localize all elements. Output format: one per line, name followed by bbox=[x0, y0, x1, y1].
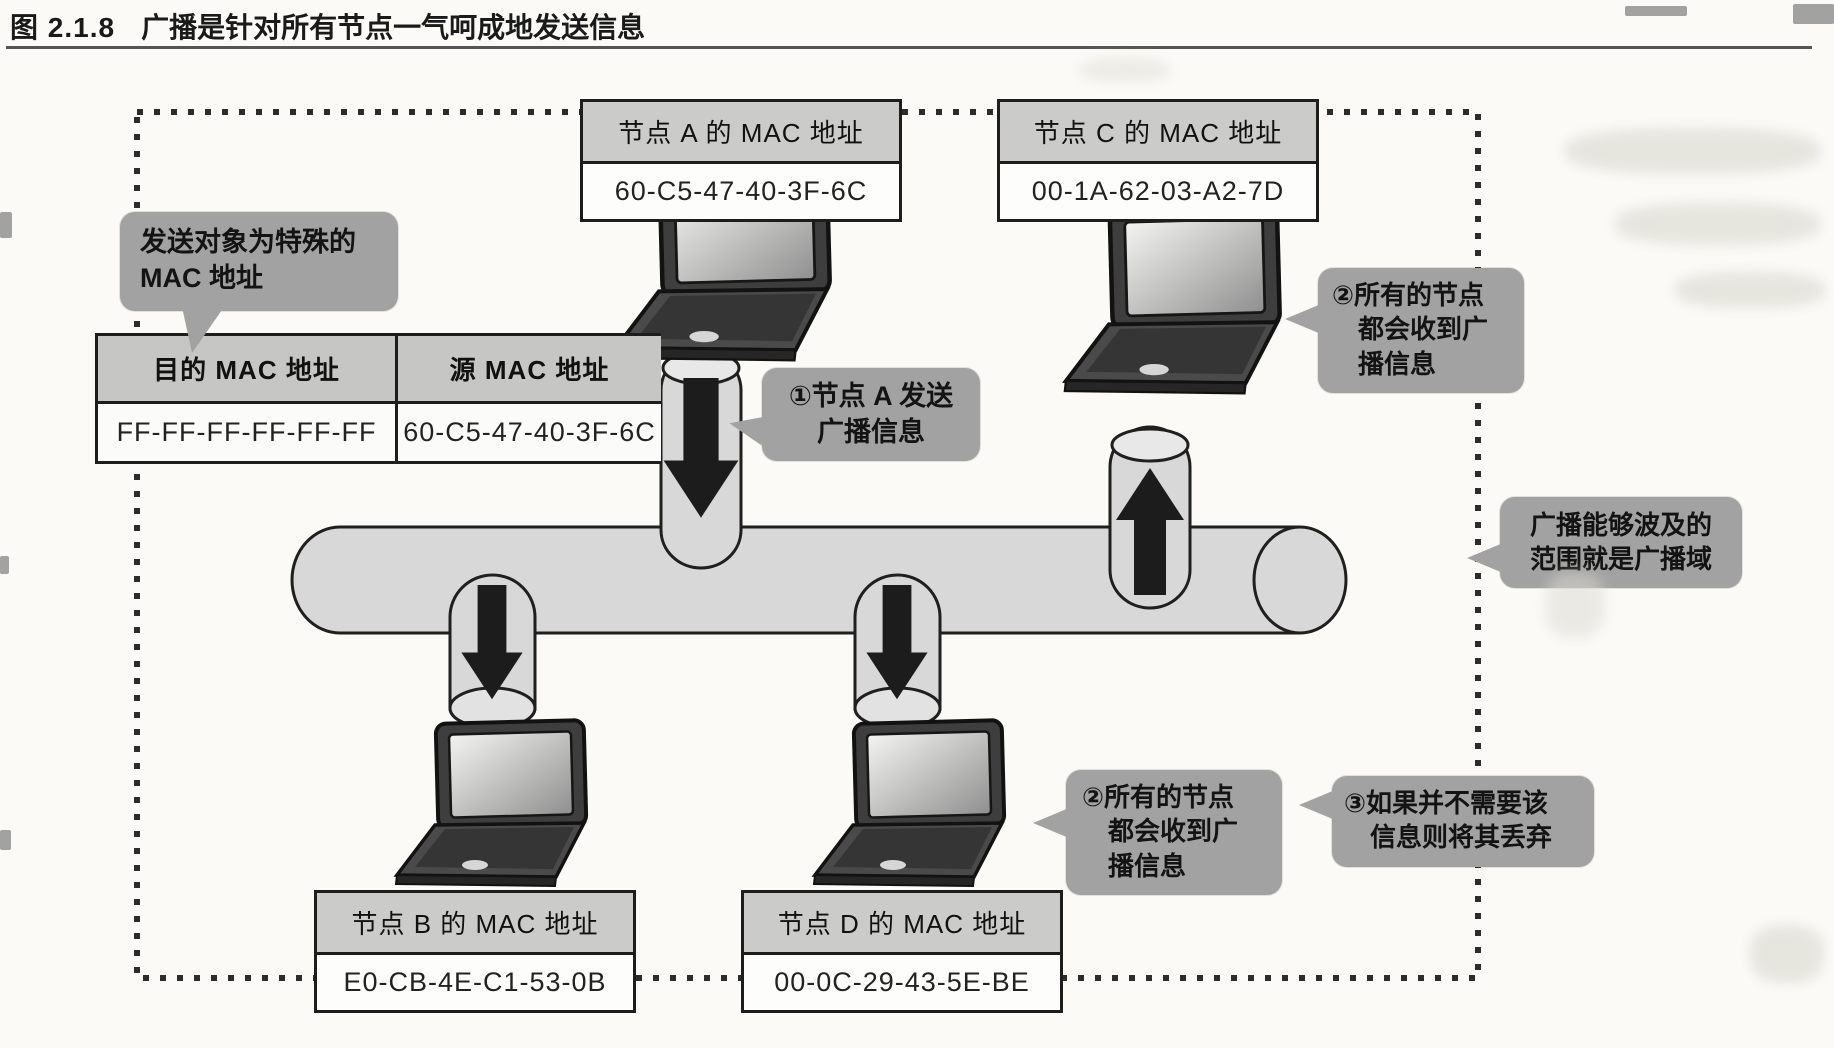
frame-src-mac-value: 60-C5-47-40-3F-6C bbox=[398, 404, 661, 461]
scan-noise bbox=[1565, 128, 1820, 174]
callout-step2-bottom-text: ②所有的节点 都会收到广 播信息 bbox=[1082, 782, 1239, 881]
scan-noise bbox=[1080, 58, 1170, 82]
scan-noise bbox=[1750, 925, 1824, 983]
callout-broadcast-domain: 广播能够波及的 范围就是广播域 bbox=[1467, 497, 1742, 588]
callout-step1-text: ①节点 A 发送 广播信息 bbox=[788, 381, 954, 447]
mac-box-node-a-label: 节点 A 的 MAC 地址 bbox=[583, 102, 899, 164]
frame-src-mac-header: 源 MAC 地址 bbox=[398, 336, 661, 404]
scan-mark bbox=[0, 212, 12, 238]
callout-step2-bottom-tail bbox=[1033, 808, 1069, 838]
scan-mark bbox=[1625, 6, 1687, 16]
callout-special-mac: 发送对象为特殊的 MAC 地址 bbox=[120, 212, 398, 354]
pipe-node-c bbox=[1108, 425, 1192, 610]
mac-box-node-b: 节点 B 的 MAC 地址 E0-CB-4E-C1-53-0B bbox=[314, 890, 636, 1013]
callout-special-mac-text: 发送对象为特殊的 MAC 地址 bbox=[140, 227, 356, 293]
callout-step2-top: ②所有的节点 都会收到广 播信息 bbox=[1285, 268, 1524, 393]
figure-number: 图 2.1.8 bbox=[10, 12, 116, 43]
mac-box-node-a: 节点 A 的 MAC 地址 60-C5-47-40-3F-6C bbox=[580, 99, 902, 222]
laptop-node-d bbox=[812, 718, 1007, 888]
mac-box-node-c: 节点 C 的 MAC 地址 00-1A-62-03-A2-7D bbox=[997, 99, 1319, 222]
figure-title: 广播是针对所有节点一气呵成地发送信息 bbox=[141, 12, 646, 43]
pipe-node-d bbox=[853, 573, 942, 730]
mac-box-node-b-value: E0-CB-4E-C1-53-0B bbox=[343, 967, 607, 997]
mac-box-node-c-label: 节点 C 的 MAC 地址 bbox=[1000, 102, 1316, 164]
figure-caption: 图 2.1.8 广播是针对所有节点一气呵成地发送信息 bbox=[10, 6, 645, 46]
callout-step3-text: ③如果并不需要该 信息则将其丢弃 bbox=[1344, 788, 1553, 853]
callout-step3: ③如果并不需要该 信息则将其丢弃 bbox=[1299, 776, 1594, 867]
callout-special-mac-tail bbox=[182, 307, 224, 354]
frame-address-table: 目的 MAC 地址 源 MAC 地址 FF-FF-FF-FF-FF-FF 60-… bbox=[95, 333, 661, 464]
mac-box-node-d-label: 节点 D 的 MAC 地址 bbox=[744, 893, 1060, 955]
scan-noise bbox=[1545, 572, 1605, 638]
frame-dest-mac-value: FF-FF-FF-FF-FF-FF bbox=[98, 404, 398, 461]
mac-box-node-a-value: 60-C5-47-40-3F-6C bbox=[614, 176, 868, 206]
scan-noise bbox=[1615, 203, 1820, 245]
pipe-node-b bbox=[448, 573, 537, 730]
laptop-node-b bbox=[394, 718, 589, 888]
scan-mark bbox=[0, 830, 11, 850]
mac-box-node-d-value: 00-0C-29-43-5E-BE bbox=[774, 967, 1030, 997]
scan-noise bbox=[1675, 272, 1825, 308]
callout-step2-top-text: ②所有的节点 都会收到广 播信息 bbox=[1332, 280, 1489, 379]
bus-end-cap bbox=[1252, 525, 1348, 635]
frame-dest-mac-header: 目的 MAC 地址 bbox=[98, 336, 398, 404]
caption-rule bbox=[6, 46, 1812, 49]
laptop-node-c bbox=[1065, 206, 1280, 394]
mac-box-node-b-label: 节点 B 的 MAC 地址 bbox=[317, 893, 633, 955]
pipe-node-a bbox=[659, 350, 743, 570]
callout-step1: ①节点 A 发送 广播信息 bbox=[726, 368, 980, 462]
callout-broadcast-domain-text: 广播能够波及的 范围就是广播域 bbox=[1529, 510, 1712, 575]
scan-mark bbox=[1793, 4, 1834, 24]
scan-mark bbox=[0, 556, 9, 574]
callout-step3-tail bbox=[1299, 790, 1335, 820]
mac-box-node-d: 节点 D 的 MAC 地址 00-0C-29-43-5E-BE bbox=[741, 890, 1063, 1013]
callout-step2-top-tail bbox=[1285, 304, 1321, 334]
mac-box-node-c-value: 00-1A-62-03-A2-7D bbox=[1031, 176, 1285, 206]
callout-step2-bottom: ②所有的节点 都会收到广 播信息 bbox=[1033, 770, 1282, 895]
callout-broadcast-domain-tail bbox=[1467, 543, 1503, 573]
